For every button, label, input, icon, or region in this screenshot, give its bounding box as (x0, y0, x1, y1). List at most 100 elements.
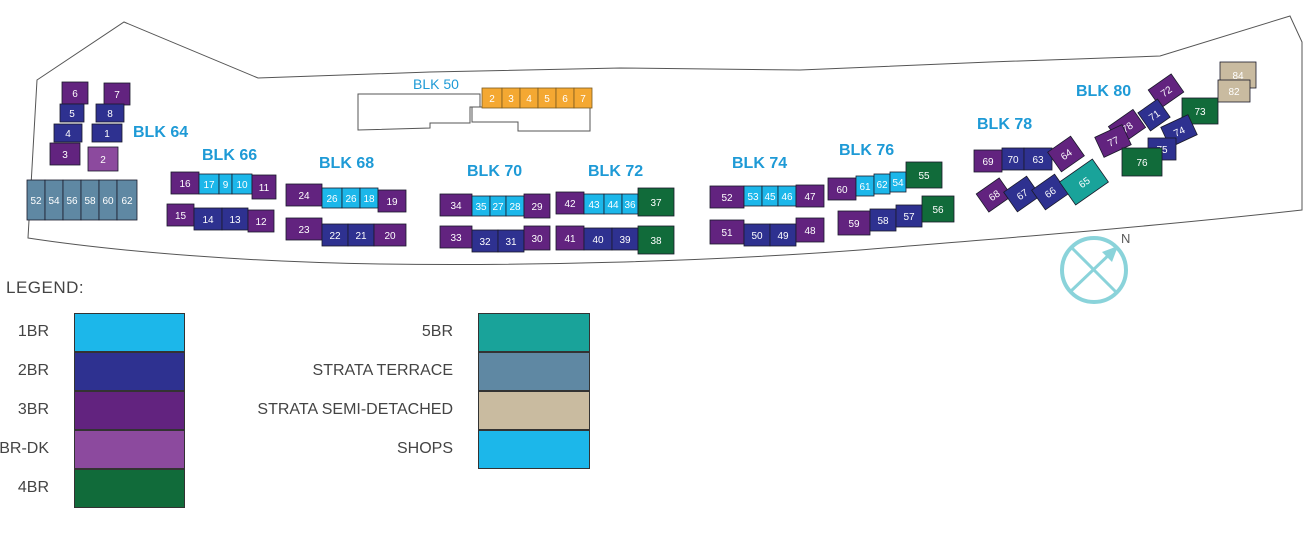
unit-59[interactable]: 59 (837, 210, 871, 236)
unit-23[interactable]: 23 (285, 217, 323, 241)
unit-14[interactable]: 14 (193, 207, 223, 231)
unit-34[interactable]: 34 (439, 193, 473, 217)
unit-28[interactable]: 28 (505, 195, 525, 217)
unit-62[interactable]: 62 (116, 179, 138, 221)
unit-32[interactable]: 32 (471, 229, 499, 253)
unit-19[interactable]: 19 (377, 189, 407, 213)
unit-39[interactable]: 39 (611, 227, 639, 251)
unit-76[interactable]: 76 (1121, 147, 1163, 177)
unit-46[interactable]: 46 (777, 185, 797, 207)
unit-20[interactable]: 20 (373, 223, 407, 247)
unit-number: 69 (982, 157, 994, 168)
unit-number: 38 (650, 236, 662, 247)
unit-26[interactable]: 26 (341, 187, 361, 209)
unit-62[interactable]: 62 (873, 173, 891, 195)
unit-4[interactable]: 4 (519, 87, 539, 109)
unit-64[interactable]: 64 (1047, 135, 1085, 173)
unit-58[interactable]: 58 (869, 208, 897, 232)
block-label: BLK 70 (467, 163, 522, 180)
unit-63[interactable]: 63 (1023, 147, 1053, 171)
unit-58[interactable]: 58 (80, 179, 100, 221)
unit-69[interactable]: 69 (973, 149, 1003, 173)
unit-6[interactable]: 6 (61, 81, 89, 105)
unit-30[interactable]: 30 (523, 225, 551, 251)
unit-56[interactable]: 56 (921, 195, 955, 223)
unit-7[interactable]: 7 (103, 82, 131, 106)
unit-60[interactable]: 60 (827, 177, 857, 201)
unit-36[interactable]: 36 (621, 193, 639, 215)
unit-40[interactable]: 40 (583, 227, 613, 251)
unit-42[interactable]: 42 (555, 191, 585, 215)
unit-number: 32 (479, 237, 491, 248)
unit-18[interactable]: 18 (359, 187, 379, 209)
unit-33[interactable]: 33 (439, 225, 473, 249)
unit-block-shape (377, 189, 407, 213)
unit-21[interactable]: 21 (347, 223, 375, 247)
unit-number: 9 (223, 180, 229, 191)
unit-38[interactable]: 38 (637, 225, 675, 255)
unit-48[interactable]: 48 (795, 217, 825, 243)
unit-number: 11 (259, 183, 270, 194)
unit-4[interactable]: 4 (53, 123, 83, 143)
unit-71[interactable]: 71 (1137, 98, 1171, 132)
unit-block-shape (1137, 98, 1171, 132)
unit-35[interactable]: 35 (471, 195, 491, 217)
unit-29[interactable]: 29 (523, 193, 551, 219)
unit-68[interactable]: 68 (975, 177, 1013, 213)
unit-27[interactable]: 27 (489, 195, 507, 217)
unit-9[interactable]: 9 (218, 173, 233, 195)
unit-number: 8 (107, 109, 113, 120)
unit-54[interactable]: 54 (44, 179, 64, 221)
unit-number: 22 (329, 231, 341, 242)
unit-52[interactable]: 52 (26, 179, 46, 221)
unit-26[interactable]: 26 (321, 187, 343, 209)
unit-66[interactable]: 66 (1031, 173, 1069, 211)
unit-number: 40 (592, 235, 604, 246)
unit-77[interactable]: 77 (1094, 124, 1132, 158)
unit-44[interactable]: 44 (603, 193, 623, 215)
unit-13[interactable]: 13 (221, 207, 249, 231)
unit-47[interactable]: 47 (795, 184, 825, 208)
unit-6[interactable]: 6 (555, 87, 575, 109)
unit-45[interactable]: 45 (761, 185, 779, 207)
unit-12[interactable]: 12 (247, 209, 275, 233)
unit-16[interactable]: 16 (170, 171, 200, 195)
unit-53[interactable]: 53 (743, 185, 763, 207)
unit-31[interactable]: 31 (497, 229, 525, 253)
unit-2[interactable]: 2 (87, 146, 119, 172)
unit-37[interactable]: 37 (637, 187, 675, 217)
unit-56[interactable]: 56 (62, 179, 82, 221)
unit-1[interactable]: 1 (91, 123, 123, 143)
unit-49[interactable]: 49 (769, 223, 797, 247)
unit-24[interactable]: 24 (285, 183, 323, 207)
unit-17[interactable]: 17 (198, 173, 220, 195)
unit-57[interactable]: 57 (895, 204, 923, 228)
unit-22[interactable]: 22 (321, 223, 349, 247)
unit-3[interactable]: 3 (501, 87, 521, 109)
unit-3[interactable]: 3 (49, 142, 81, 166)
unit-8[interactable]: 8 (95, 103, 125, 123)
unit-82[interactable]: 82 (1217, 79, 1251, 103)
unit-70[interactable]: 70 (1001, 147, 1025, 171)
unit-15[interactable]: 15 (166, 203, 195, 227)
unit-2[interactable]: 2 (481, 87, 503, 109)
unit-10[interactable]: 10 (231, 173, 253, 195)
unit-54[interactable]: 54 (889, 171, 907, 193)
unit-number: 42 (564, 199, 576, 210)
unit-65[interactable]: 65 (1059, 158, 1109, 206)
unit-43[interactable]: 43 (583, 193, 605, 215)
unit-11[interactable]: 11 (251, 174, 277, 200)
unit-50[interactable]: 50 (743, 223, 771, 247)
unit-51[interactable]: 51 (709, 219, 745, 245)
unit-5[interactable]: 5 (537, 87, 557, 109)
legend-label-4br: 4BR (17, 479, 49, 496)
unit-52[interactable]: 52 (709, 185, 745, 209)
unit-7[interactable]: 7 (573, 87, 593, 109)
legend-swatch-1br (74, 313, 185, 352)
unit-55[interactable]: 55 (905, 161, 943, 189)
unit-60[interactable]: 60 (98, 179, 118, 221)
unit-41[interactable]: 41 (555, 225, 585, 251)
unit-67[interactable]: 67 (1003, 175, 1041, 213)
unit-61[interactable]: 61 (855, 175, 875, 197)
unit-5[interactable]: 5 (59, 103, 85, 123)
